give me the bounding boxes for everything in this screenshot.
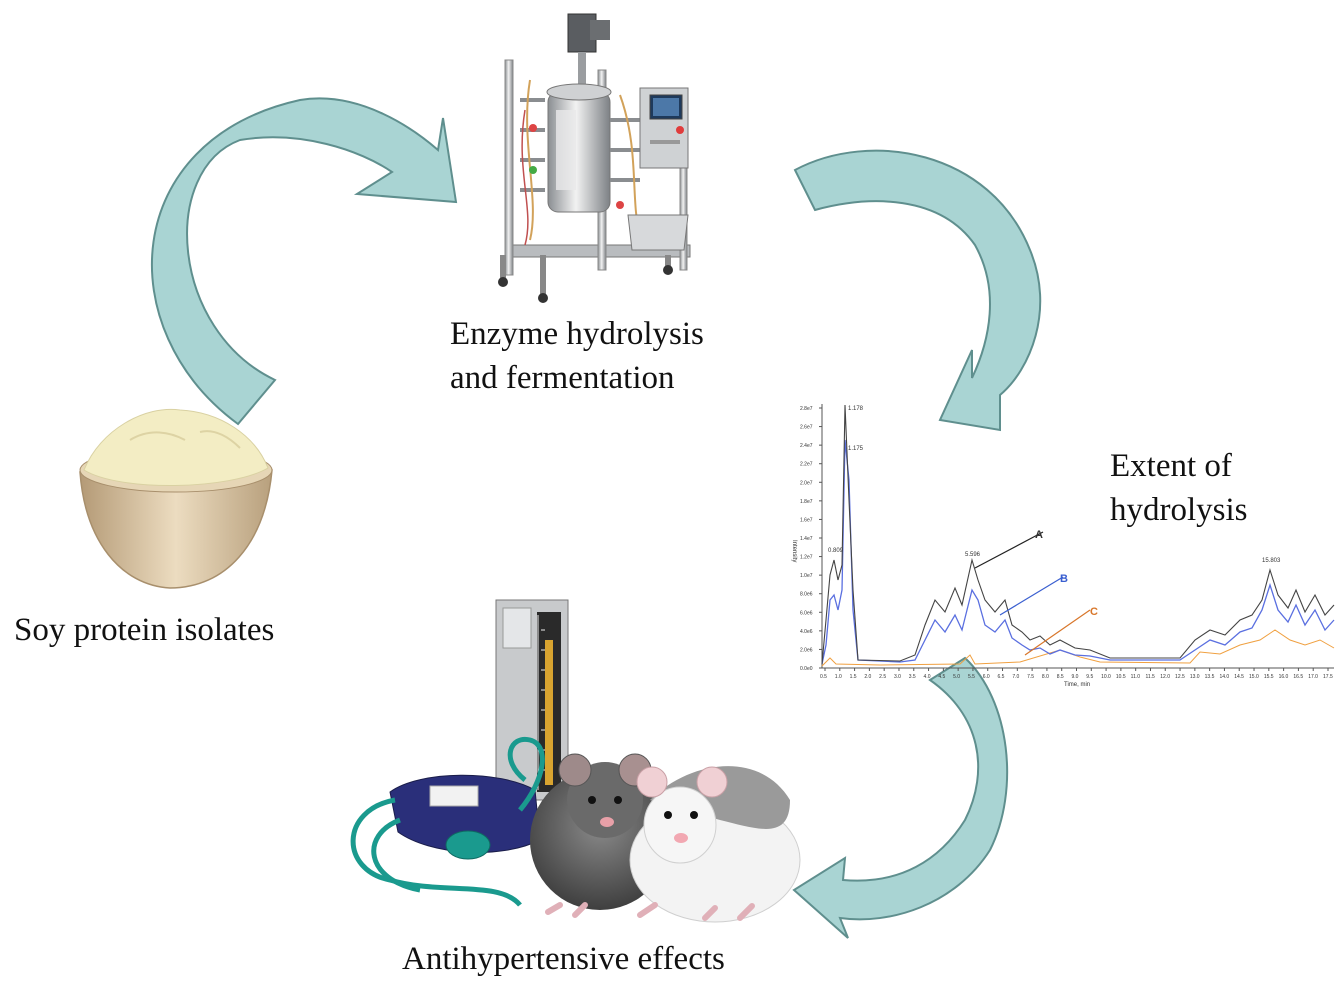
x-tick-label: 12.0 xyxy=(1160,674,1170,680)
y-tick-label: 2.4e7 xyxy=(800,443,813,449)
rats-illustration xyxy=(530,753,801,923)
x-tick-label: 1.5 xyxy=(850,674,857,680)
peak-label-c: C xyxy=(1090,606,1098,618)
chromatogram-chart: 0.5 1.0 1.5 2.0 2.5 3.0 3.5 4.0 4.5 5.0 5.5 6.0 6.5 7… xyxy=(791,404,1335,688)
label-extent-line2: hydrolysis xyxy=(1110,492,1248,528)
x-tick-label: 6.0 xyxy=(983,674,990,680)
chromatogram-x-label: Time, min xyxy=(1064,682,1090,688)
chromatogram-y-label: Intensity xyxy=(791,540,797,562)
x-tick-label: 17.5 xyxy=(1323,674,1333,680)
x-tick-label: 7.5 xyxy=(1027,674,1034,680)
chromatogram-trace-a xyxy=(821,404,1335,665)
x-tick-label: 11.0 xyxy=(1131,674,1141,680)
x-tick-label: 4.5 xyxy=(938,674,945,680)
x-tick-label: 3.5 xyxy=(909,674,916,680)
y-tick-label: 2.0e6 xyxy=(800,647,813,653)
y-tick-label: 1.2e7 xyxy=(800,555,813,561)
x-tick-label: 9.5 xyxy=(1086,674,1093,680)
apex-label-4: 5.596 xyxy=(965,552,981,558)
x-tick-label: 5.0 xyxy=(953,674,960,680)
peak-label-b: B xyxy=(1060,573,1068,585)
apex-label-3: 0.809 xyxy=(828,548,844,554)
label-extent-line1: Extent of xyxy=(1110,448,1232,484)
y-tick-label: 1.0e7 xyxy=(800,573,813,579)
y-tick-label: 8.0e6 xyxy=(800,592,813,598)
x-tick-label: 14.0 xyxy=(1219,674,1229,680)
bioreactor-illustration xyxy=(498,13,691,303)
x-tick-label: 8.0 xyxy=(1042,674,1049,680)
x-tick-label: 13.5 xyxy=(1205,674,1215,680)
y-tick-label: 4.0e6 xyxy=(800,629,813,635)
label-soy-protein-isolates: Soy protein isolates xyxy=(14,612,275,648)
chromatogram-trace-c xyxy=(821,629,1335,667)
x-tick-label: 16.5 xyxy=(1293,674,1303,680)
x-tick-label: 4.0 xyxy=(924,674,931,680)
arrow-chromatogram-to-antihypertensive xyxy=(792,656,1009,939)
x-tick-label: 13.0 xyxy=(1190,674,1200,680)
label-antihypertensive-effects: Antihypertensive effects xyxy=(402,941,725,977)
y-tick-label: 1.8e7 xyxy=(800,499,813,505)
x-tick-label: 10.5 xyxy=(1116,674,1126,680)
x-tick-label: 8.5 xyxy=(1057,674,1064,680)
x-tick-label: 14.5 xyxy=(1234,674,1244,680)
x-tick-label: 2.0 xyxy=(864,674,871,680)
y-tick-label: 2.0e7 xyxy=(800,480,813,486)
apex-label-1: 1.178 xyxy=(848,406,864,412)
label-enzyme-line2: and fermentation xyxy=(450,360,675,396)
x-tick-label: 0.5 xyxy=(820,674,827,680)
y-tick-label: 2.8e7 xyxy=(800,406,813,412)
x-tick-label: 17.0 xyxy=(1308,674,1318,680)
x-tick-label: 10.0 xyxy=(1101,674,1111,680)
soy-powder-bowl-illustration xyxy=(79,408,273,589)
apex-label-2: 1.175 xyxy=(848,446,864,452)
x-tick-label: 1.0 xyxy=(835,674,842,680)
x-tick-label: 9.0 xyxy=(1072,674,1079,680)
x-tick-label: 2.5 xyxy=(879,674,886,680)
arrow-soy-to-enzyme xyxy=(151,97,458,426)
y-tick-label: 0.0e0 xyxy=(800,666,813,672)
x-tick-label: 12.5 xyxy=(1175,674,1185,680)
x-tick-label: 11.5 xyxy=(1145,674,1155,680)
y-tick-label: 2.2e7 xyxy=(800,462,813,468)
apex-label-5: 15.803 xyxy=(1262,558,1281,564)
arrow-enzyme-to-chromatogram xyxy=(793,149,1042,432)
x-tick-label: 6.5 xyxy=(998,674,1005,680)
y-tick-label: 1.6e7 xyxy=(800,517,813,523)
x-tick-label: 15.5 xyxy=(1264,674,1274,680)
y-tick-label: 6.0e6 xyxy=(800,610,813,616)
peak-label-a: A xyxy=(1035,529,1043,541)
y-tick-label: 1.4e7 xyxy=(800,536,813,542)
sphygmomanometer-illustration xyxy=(350,599,569,907)
label-enzyme-line1: Enzyme hydrolysis xyxy=(450,316,704,352)
y-tick-label: 2.6e7 xyxy=(800,425,813,431)
x-tick-label: 5.5 xyxy=(968,674,975,680)
label-extent-of-hydrolysis: Extent of hydrolysis xyxy=(1110,444,1330,532)
x-tick-label: 7.0 xyxy=(1012,674,1019,680)
label-enzyme-hydrolysis: Enzyme hydrolysis and fermentation xyxy=(450,312,790,400)
x-tick-label: 3.0 xyxy=(894,674,901,680)
x-tick-label: 15.0 xyxy=(1249,674,1259,680)
x-tick-label: 16.0 xyxy=(1279,674,1289,680)
